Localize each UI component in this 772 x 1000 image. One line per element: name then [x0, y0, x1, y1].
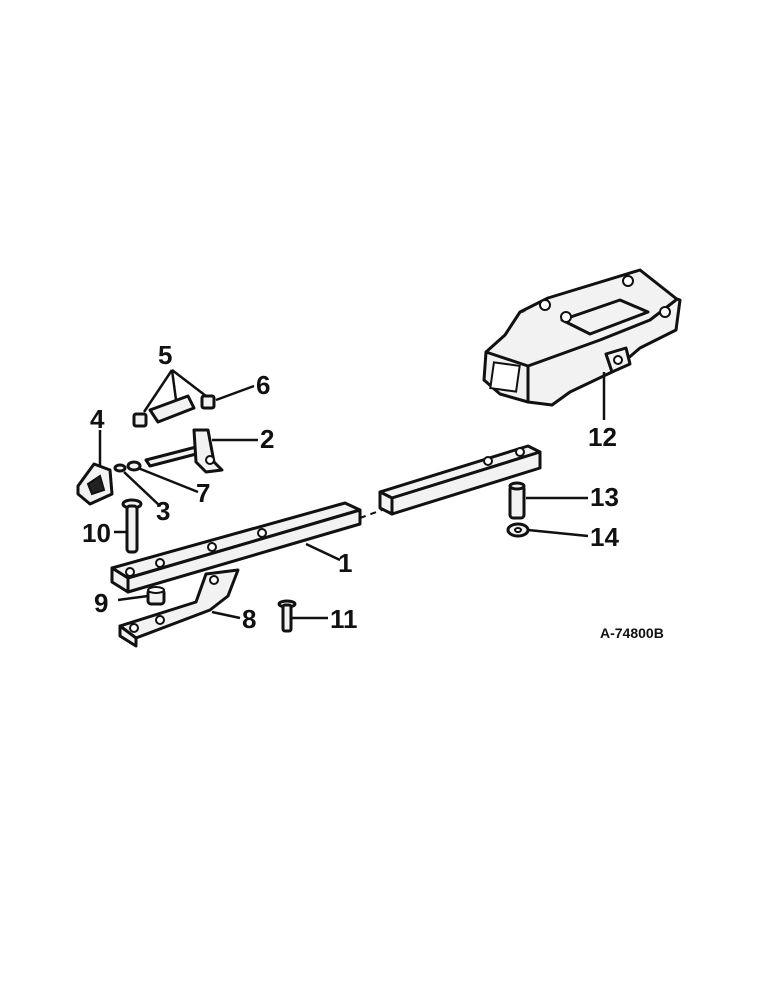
callout-14: 14	[590, 522, 619, 552]
part-1-drawbar	[110, 501, 383, 594]
callout-labels: 1 2 3 4 5 6 7 8 9 10 11 12 13 14 A-74800…	[82, 340, 664, 641]
callout-8: 8	[242, 604, 256, 634]
callout-9: 9	[94, 588, 108, 618]
callout-7: 7	[196, 478, 210, 508]
part-11-bolt	[277, 599, 297, 633]
callout-11: 11	[330, 604, 358, 634]
part-14-washer	[506, 522, 530, 538]
reference-code: A-74800B	[600, 625, 664, 641]
part-1-drawbar-far-segment	[378, 444, 542, 516]
callout-6: 6	[256, 370, 270, 400]
leader-lines	[98, 369, 606, 620]
callout-3: 3	[156, 496, 170, 526]
part-5-sleeves	[132, 394, 216, 428]
part-9-bushing	[146, 586, 166, 606]
callout-1: 1	[338, 548, 352, 578]
part-4-clamp-block	[76, 462, 114, 506]
part-10-hitch-pin	[121, 498, 143, 554]
part-3-washer	[113, 463, 127, 473]
part-2-bracket	[144, 428, 224, 474]
callout-4: 4	[90, 404, 105, 434]
callout-10: 10	[82, 518, 111, 548]
callout-2: 2	[260, 424, 274, 454]
part-8-offset-extension	[118, 568, 240, 648]
part-7-washer	[126, 460, 142, 472]
part-13-pin	[508, 481, 526, 520]
callout-12: 12	[588, 422, 617, 452]
callout-13: 13	[590, 482, 619, 512]
part-12-drawbar-support	[482, 268, 682, 407]
callout-5: 5	[158, 340, 172, 370]
